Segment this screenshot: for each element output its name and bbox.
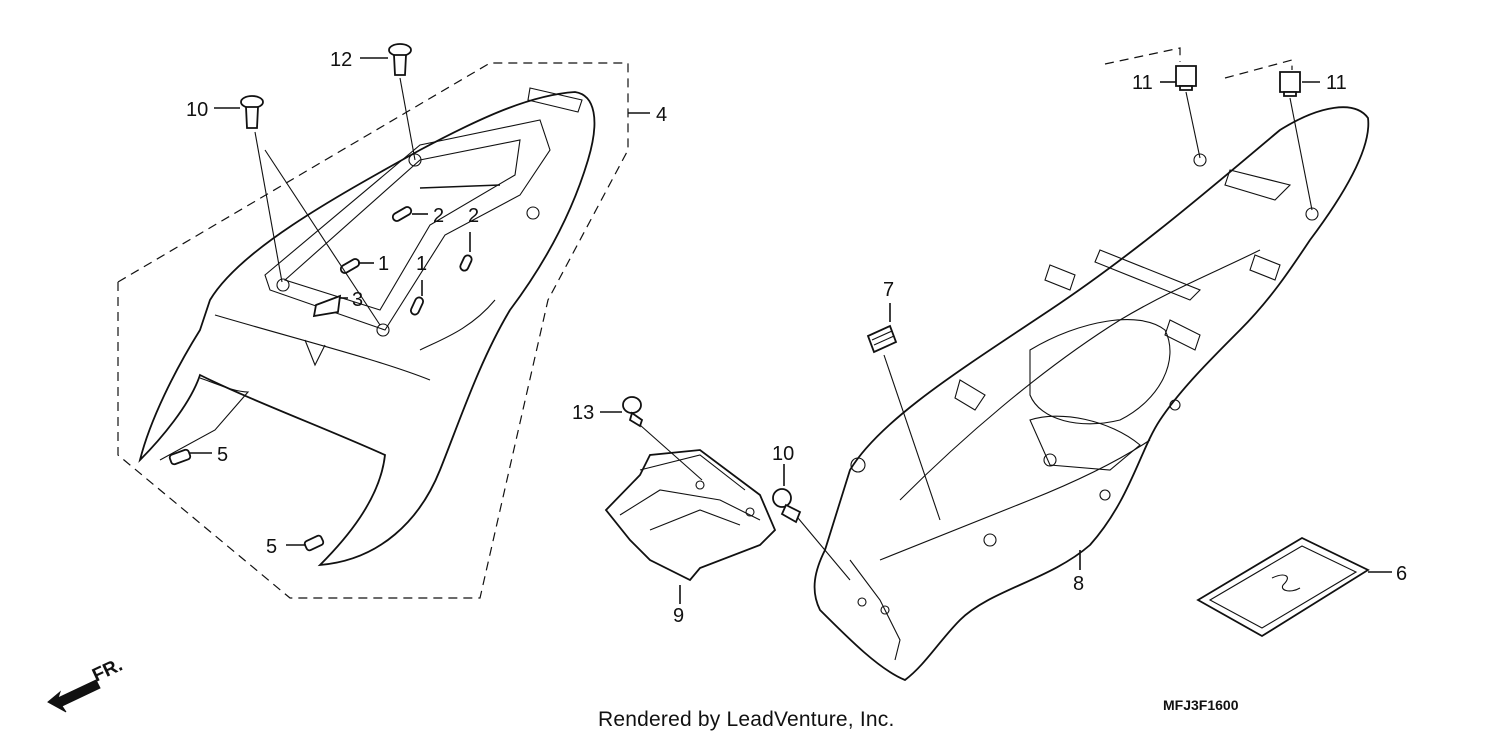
callout-1: 1 bbox=[378, 253, 389, 275]
seat-cowl-part bbox=[138, 87, 596, 567]
bolt-10-center bbox=[772, 464, 851, 581]
callout-9: 9 bbox=[673, 605, 684, 627]
bolt-10-left bbox=[214, 95, 381, 326]
callout-5: 5 bbox=[266, 536, 277, 558]
manual-6 bbox=[1196, 536, 1392, 638]
callout-11: 11 bbox=[1132, 72, 1153, 94]
bracket-9 bbox=[604, 449, 777, 604]
callout-10: 10 bbox=[186, 99, 208, 121]
callout-11: 11 bbox=[1326, 72, 1347, 94]
credit-text: Rendered by LeadVenture, Inc. bbox=[598, 708, 895, 731]
assembly-box-4 bbox=[117, 62, 650, 599]
callout-12: 12 bbox=[330, 49, 352, 71]
rear-fender-part bbox=[813, 106, 1370, 682]
clip-11-right bbox=[1224, 59, 1320, 211]
callout-labels: 12 10 4 2 2 1 1 3 5 5 11 11 7 13 10 9 8 … bbox=[186, 49, 1407, 627]
callout-6: 6 bbox=[1396, 563, 1407, 585]
bolt-12 bbox=[360, 43, 416, 161]
callout-1: 1 bbox=[416, 253, 427, 275]
callout-10: 10 bbox=[772, 443, 794, 465]
callout-7: 7 bbox=[883, 279, 894, 301]
callout-2: 2 bbox=[468, 205, 479, 227]
callout-13: 13 bbox=[572, 402, 594, 424]
seat-cowl-small-parts bbox=[168, 206, 473, 552]
drawing-code: MFJ3F1600 bbox=[1163, 697, 1239, 713]
callout-2: 2 bbox=[433, 205, 444, 227]
rubber-7 bbox=[866, 303, 941, 521]
seat-leaders bbox=[190, 184, 501, 546]
front-direction-arrow: FR. bbox=[47, 655, 126, 713]
callout-8: 8 bbox=[1073, 573, 1084, 595]
callout-5: 5 bbox=[217, 444, 228, 466]
callout-3: 3 bbox=[352, 289, 363, 311]
callout-4: 4 bbox=[656, 104, 667, 126]
bolt-13 bbox=[600, 396, 703, 481]
clip-11-left bbox=[1104, 47, 1201, 159]
